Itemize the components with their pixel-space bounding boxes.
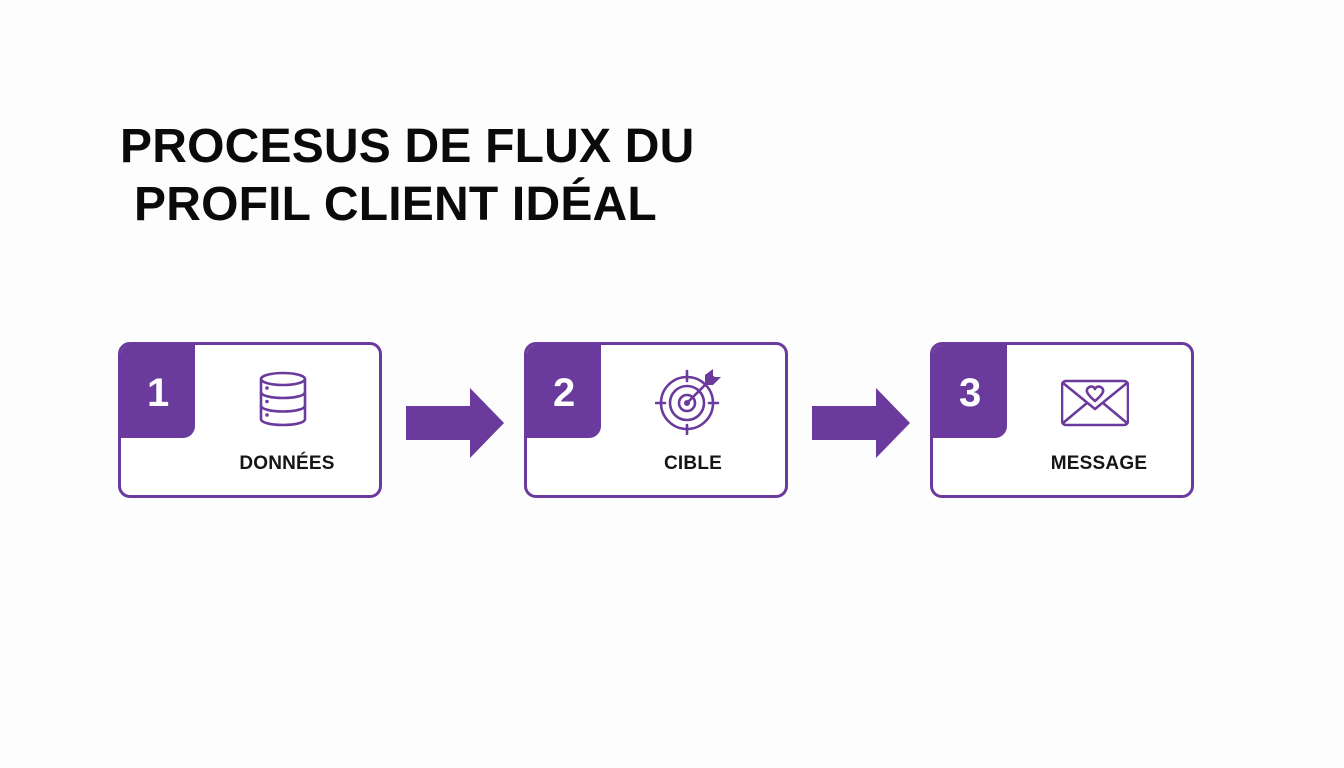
title-line-1: PROCESUS DE FLUX DU — [120, 120, 695, 173]
step-card-message: 3 MESSAGE — [930, 342, 1194, 498]
envelope-heart-icon — [1061, 379, 1129, 427]
step-label: MESSAGE — [1050, 453, 1148, 474]
step-label: DONNÉES — [239, 453, 335, 474]
step-number-badge: 3 — [933, 345, 1007, 438]
step-number-badge: 2 — [527, 345, 601, 438]
step-number: 3 — [959, 371, 982, 415]
arrow-right-icon — [406, 388, 504, 458]
target-icon — [655, 369, 721, 435]
database-icon — [259, 371, 307, 427]
step-card-cible: 2 CIBLE — [524, 342, 788, 498]
arrow-right-icon — [812, 388, 910, 458]
step-number-badge: 1 — [121, 345, 195, 438]
page-title: PROCESUS DE FLUX DU PROFIL CLIENT IDÉAL — [120, 118, 695, 234]
step-number: 2 — [553, 371, 576, 415]
step-number: 1 — [147, 371, 170, 415]
step-card-donnees: 1 DONNÉES — [118, 342, 382, 498]
title-line-2: PROFIL CLIENT IDÉAL — [134, 178, 657, 231]
step-label: CIBLE — [664, 453, 722, 474]
